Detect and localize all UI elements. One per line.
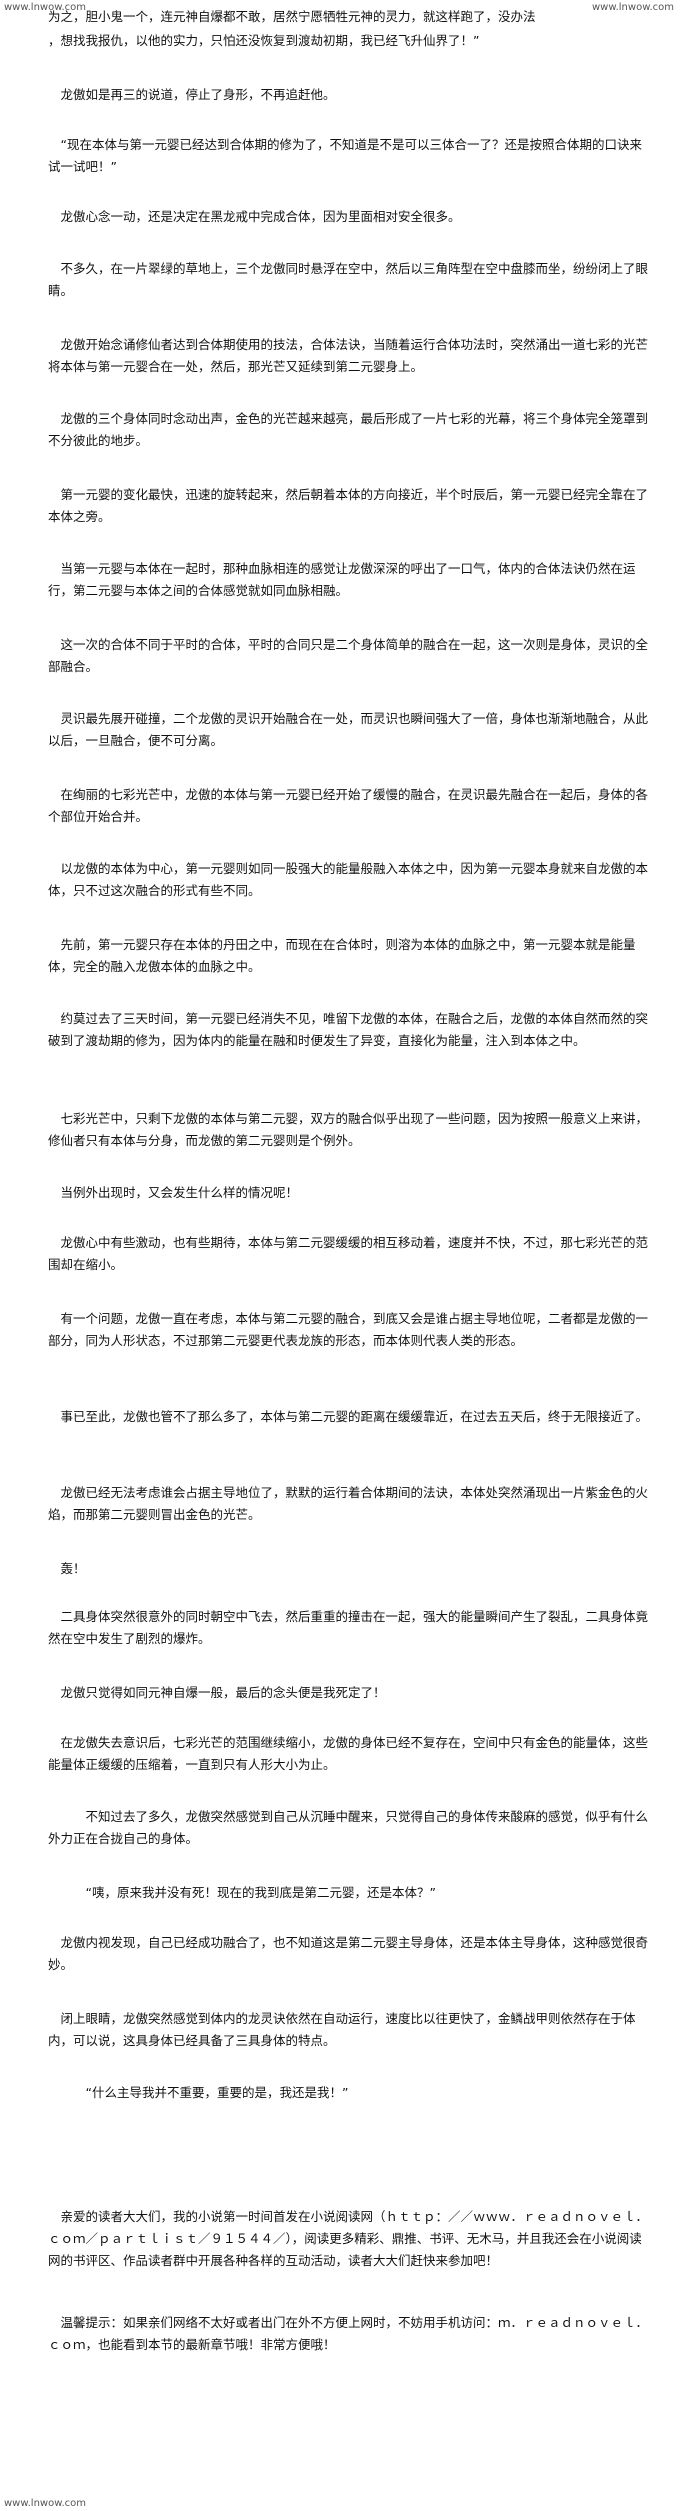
paragraph-11: 这一次的合体不同于平时的合体，平时的合同只是二个身体简单的融合在一起，这一次则是…	[48, 637, 649, 674]
paragraph-29: 龙傲内视发现，自己已经成功融合了，也不知道这是第二元婴主导身体，还是本体主导身体…	[48, 1935, 649, 1972]
paragraph-31: “什么主导我并不重要，重要的是，我还是我！”	[85, 2085, 349, 2100]
paragraph-27: 不知过去了多久，龙傲突然感觉到自己从沉睡中醒来，只觉得自己的身体传来酸麻的感觉，…	[48, 1809, 649, 1846]
paragraph-10: 当第一元婴与本体在一起时，那种血脉相连的感觉让龙傲深深的呼出了一口气，体内的合体…	[48, 561, 636, 598]
paragraph-5: 龙傲心念一动，还是决定在黑龙戒中完成合体，因为里面相对安全很多。	[60, 209, 461, 224]
paragraph-14: 以龙傲的本体为中心，第一元婴则如同一股强大的能量般融入本体之中，因为第一元婴本身…	[48, 861, 649, 898]
reader-notice: 亲爱的读者大大们，我的小说第一时间首发在小说阅读网（ｈｔｔｐ：／／ｗｗｗ．ｒｅａ…	[48, 2209, 649, 2268]
watermark-top-right: www.lnwow.com	[591, 2, 674, 13]
mobile-tip: 温馨提示：如果亲们网络不太好或者出门在外不方便上网时，不妨用手机访问：ｍ．ｒｅａ…	[48, 2315, 649, 2352]
paragraph-16: 约莫过去了三天时间，第一元婴已经消失不见，唯留下龙傲的本体，在融合之后，龙傲的本…	[48, 1011, 649, 1048]
watermark-bottom-left: www.lnwow.com	[4, 2498, 87, 2509]
paragraph-22: 龙傲已经无法考虑谁会占据主导地位了，默默的运行着合体期间的法诀，本体处突然涌现出…	[48, 1485, 649, 1522]
paragraph-8: 龙傲的三个身体同时念动出声，金色的光芒越来越亮，最后形成了一片七彩的光幕，将三个…	[48, 411, 649, 448]
paragraph-26: 在龙傲失去意识后，七彩光芒的范围继续缩小，龙傲的身体已经不复存在，空间中只有金色…	[48, 1735, 649, 1772]
paragraph-4: “现在本体与第一元婴已经达到合体期的修为了，不知道是不是可以三体合一了？还是按照…	[48, 137, 642, 174]
paragraph-9: 第一元婴的变化最快，迅速的旋转起来，然后朝着本体的方向接近，半个时辰后，第一元婴…	[48, 487, 649, 524]
paragraph-28: “咦，原来我并没有死！现在的我到底是第二元婴，还是本体？”	[85, 1885, 436, 1900]
paragraph-6: 不多久，在一片翠绿的草地上，三个龙傲同时悬浮在空中，然后以三角阵型在空中盘膝而坐…	[48, 261, 649, 298]
watermark-top-left: www.lnwow.com	[4, 2, 87, 13]
paragraph-18: 当例外出现时，又会发生什么样的情况呢！	[60, 1185, 299, 1200]
paragraph-25: 龙傲只觉得如同元神自爆一般，最后的念头便是我死定了！	[60, 1685, 386, 1700]
paragraph-30: 闭上眼睛，龙傲突然感觉到体内的龙灵诀依然在自动运行，速度比以往更快了，金鳞战甲则…	[48, 2011, 636, 2048]
paragraph-21: 事已至此，龙傲也管不了那么多了，本体与第二元婴的距离在缓缓靠近，在过去五天后，终…	[60, 1409, 649, 1424]
paragraph-7: 龙傲开始念诵修仙者达到合体期使用的技法，合体法诀，当随着运行合体功法时，突然涌出…	[48, 337, 649, 374]
paragraph-19: 龙傲心中有些激动，也有些期待，本体与第二元婴缓缓的相互移动着，速度并不快，不过，…	[48, 1235, 649, 1272]
paragraph-24: 二具身体突然很意外的同时朝空中飞去，然后重重的撞击在一起，强大的能量瞬间产生了裂…	[48, 1609, 649, 1646]
paragraph-1: 为之，胆小鬼一个，连元神自爆都不敢，居然宁愿牺牲元神的灵力，就这样跑了，没办法	[48, 9, 536, 24]
paragraph-23: 轰！	[60, 1561, 86, 1576]
paragraph-13: 在绚丽的七彩光芒中，龙傲的本体与第一元婴已经开始了缓慢的融合，在灵识最先融合在一…	[48, 787, 649, 824]
paragraph-20: 有一个问题，龙傲一直在考虑，本体与第二元婴的融合，到底又会是谁占据主导地位呢，二…	[48, 1311, 649, 1348]
paragraph-17: 七彩光芒中，只剩下龙傲的本体与第二元婴，双方的融合似乎出现了一些问题，因为按照一…	[48, 1111, 649, 1148]
paragraph-3: 龙傲如是再三的说道，停止了身形，不再追赶他。	[60, 87, 336, 102]
paragraph-12: 灵识最先展开碰撞，二个龙傲的灵识开始融合在一处，而灵识也瞬间强大了一倍，身体也渐…	[48, 711, 649, 748]
paragraph-2: ，想找我报仇，以他的实力，只怕还没恢复到渡劫初期，我已经飞升仙界了！”	[48, 33, 480, 48]
paragraph-15: 先前，第一元婴只存在本体的丹田之中，而现在在合体时，则溶为本体的血脉之中，第一元…	[48, 937, 636, 974]
